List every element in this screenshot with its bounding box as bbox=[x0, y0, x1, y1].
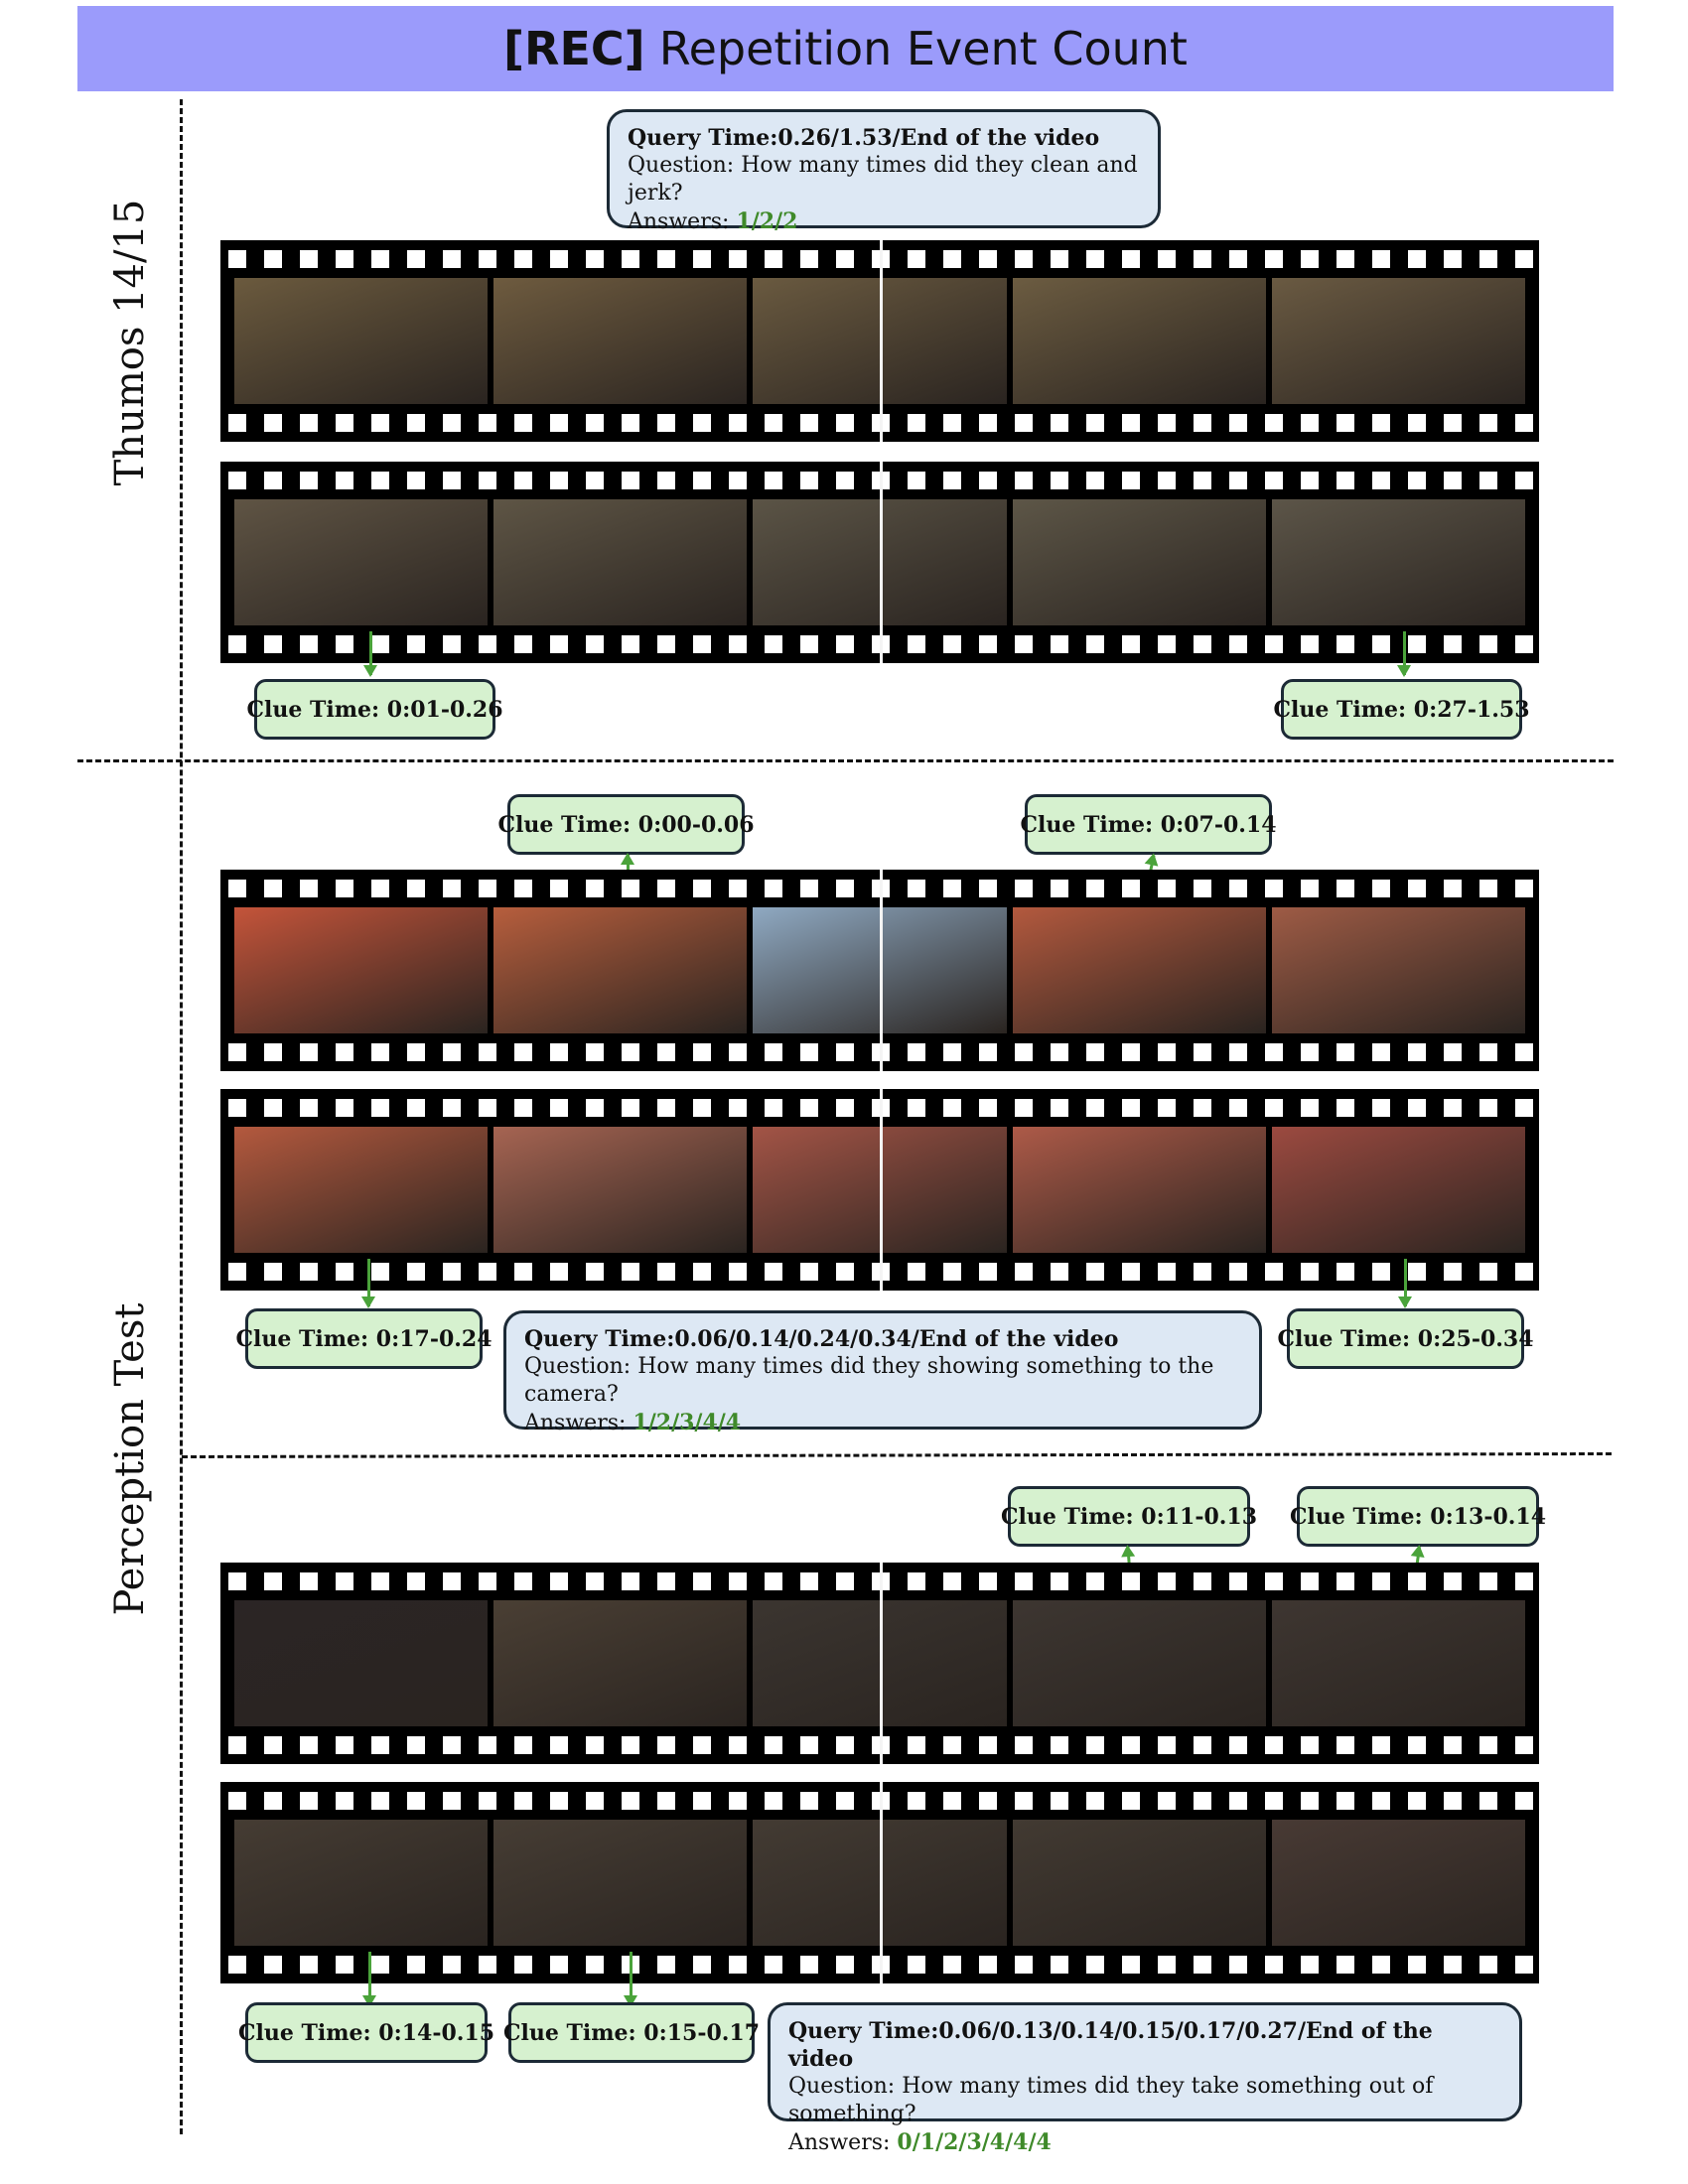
query-question: Question: How many times did they take s… bbox=[788, 2074, 1434, 2126]
video-frame bbox=[753, 1127, 1007, 1253]
clue-box: Clue Time: 0:15-0.17 bbox=[503, 2002, 760, 2063]
clue-arrow bbox=[624, 1952, 637, 2007]
clue-box: Clue Time: 0:14-0.15 bbox=[238, 2002, 494, 2063]
video-frame bbox=[1012, 1820, 1266, 1946]
video-frame bbox=[234, 499, 489, 625]
video-frame bbox=[493, 1127, 748, 1253]
video-frame bbox=[753, 1600, 1007, 1726]
film-strip-4 bbox=[220, 1089, 1539, 1291]
section-divider-2 bbox=[181, 1451, 1613, 1458]
query-question: Question: How many times did they clean … bbox=[628, 153, 1138, 205]
clue-box: Clue Time: 0:13-0.14 bbox=[1290, 1486, 1546, 1547]
section-label-perception: Perception Test bbox=[107, 1302, 153, 1616]
query-time: Query Time:0.06/0.13/0.14/0.15/0.17/0.27… bbox=[788, 2018, 1433, 2072]
query-question: Question: How many times did they showin… bbox=[524, 1354, 1214, 1407]
film-strip-2 bbox=[220, 462, 1539, 663]
query-answers: Answers: 1/2/3/4/4 bbox=[524, 1410, 742, 1435]
answers-value: 1/2/3/4/4 bbox=[633, 1410, 742, 1435]
video-frame bbox=[493, 907, 748, 1033]
video-frame bbox=[1012, 1127, 1266, 1253]
clue-box: Clue Time: 0:07-0.14 bbox=[1020, 794, 1277, 855]
answers-value: 1/2/2 bbox=[736, 208, 798, 234]
clue-box: Clue Time: 0:17-0.24 bbox=[235, 1308, 492, 1369]
video-frame bbox=[234, 907, 489, 1033]
strip-splice bbox=[880, 1563, 883, 1764]
clue-box: Clue Time: 0:11-0.13 bbox=[1001, 1486, 1257, 1547]
perception-query-box-2: Query Time:0.06/0.13/0.14/0.15/0.17/0.27… bbox=[768, 2002, 1522, 2155]
video-frame bbox=[234, 1127, 489, 1253]
film-strip-5 bbox=[220, 1563, 1539, 1764]
clue-box: Clue Time: 0:25-0.34 bbox=[1277, 1308, 1534, 1369]
perception-query-box-1: Query Time:0.06/0.14/0.24/0.34/End of th… bbox=[503, 1310, 1262, 1435]
video-frame bbox=[493, 1600, 748, 1726]
clue-arrow bbox=[1398, 1259, 1412, 1308]
query-answers: Answers: 1/2/2 bbox=[628, 208, 798, 234]
video-frame bbox=[1012, 278, 1266, 404]
video-frame bbox=[1012, 907, 1266, 1033]
video-frame bbox=[234, 1600, 489, 1726]
video-frame bbox=[1012, 1600, 1266, 1726]
film-strip-3 bbox=[220, 870, 1539, 1071]
film-strip-1 bbox=[220, 240, 1539, 442]
strip-splice bbox=[880, 870, 883, 1071]
video-frame bbox=[753, 278, 1007, 404]
query-answers: Answers: 0/1/2/3/4/4/4 bbox=[788, 2129, 1052, 2155]
video-frame bbox=[234, 1820, 489, 1946]
video-frame bbox=[493, 1820, 748, 1946]
strip-splice bbox=[880, 462, 883, 663]
strip-splice bbox=[880, 1782, 883, 1983]
video-frame bbox=[234, 278, 489, 404]
video-frame bbox=[1271, 499, 1525, 625]
clue-arrow bbox=[362, 1952, 376, 2007]
section-divider-1 bbox=[77, 759, 1614, 762]
header-tag: [REC] bbox=[503, 22, 645, 75]
page-header: [REC] Repetition Event Count bbox=[77, 6, 1614, 91]
answers-value: 0/1/2/3/4/4/4 bbox=[897, 2129, 1052, 2155]
video-frame bbox=[753, 907, 1007, 1033]
clue-box: Clue Time: 0:00-0.06 bbox=[497, 794, 755, 855]
query-time: Query Time:0.06/0.14/0.24/0.34/End of th… bbox=[524, 1326, 1119, 1352]
video-frame bbox=[1271, 1600, 1525, 1726]
video-frame bbox=[753, 1820, 1007, 1946]
clue-box: Clue Time: 0:27-1.53 bbox=[1273, 679, 1530, 740]
clue-box: Clue Time: 0:01-0.26 bbox=[246, 679, 503, 740]
video-frame bbox=[1271, 278, 1525, 404]
video-frame bbox=[493, 499, 748, 625]
query-time: Query Time:0.26/1.53/End of the video bbox=[628, 125, 1100, 151]
video-frame bbox=[753, 499, 1007, 625]
clue-arrow bbox=[361, 1259, 375, 1308]
video-frame bbox=[1271, 1127, 1525, 1253]
section-label-thumos: Thumos 14/15 bbox=[107, 199, 153, 486]
video-frame bbox=[1271, 907, 1525, 1033]
strip-splice bbox=[880, 240, 883, 442]
video-frame bbox=[493, 278, 748, 404]
header-title: Repetition Event Count bbox=[658, 22, 1188, 75]
clue-arrow bbox=[1397, 631, 1411, 677]
clue-arrow bbox=[363, 631, 377, 677]
video-frame bbox=[1271, 1820, 1525, 1946]
thumos-query-box: Query Time:0.26/1.53/End of the video Qu… bbox=[607, 109, 1161, 234]
strip-splice bbox=[880, 1089, 883, 1291]
film-strip-6 bbox=[220, 1782, 1539, 1983]
video-frame bbox=[1012, 499, 1266, 625]
vertical-divider bbox=[180, 99, 183, 2134]
